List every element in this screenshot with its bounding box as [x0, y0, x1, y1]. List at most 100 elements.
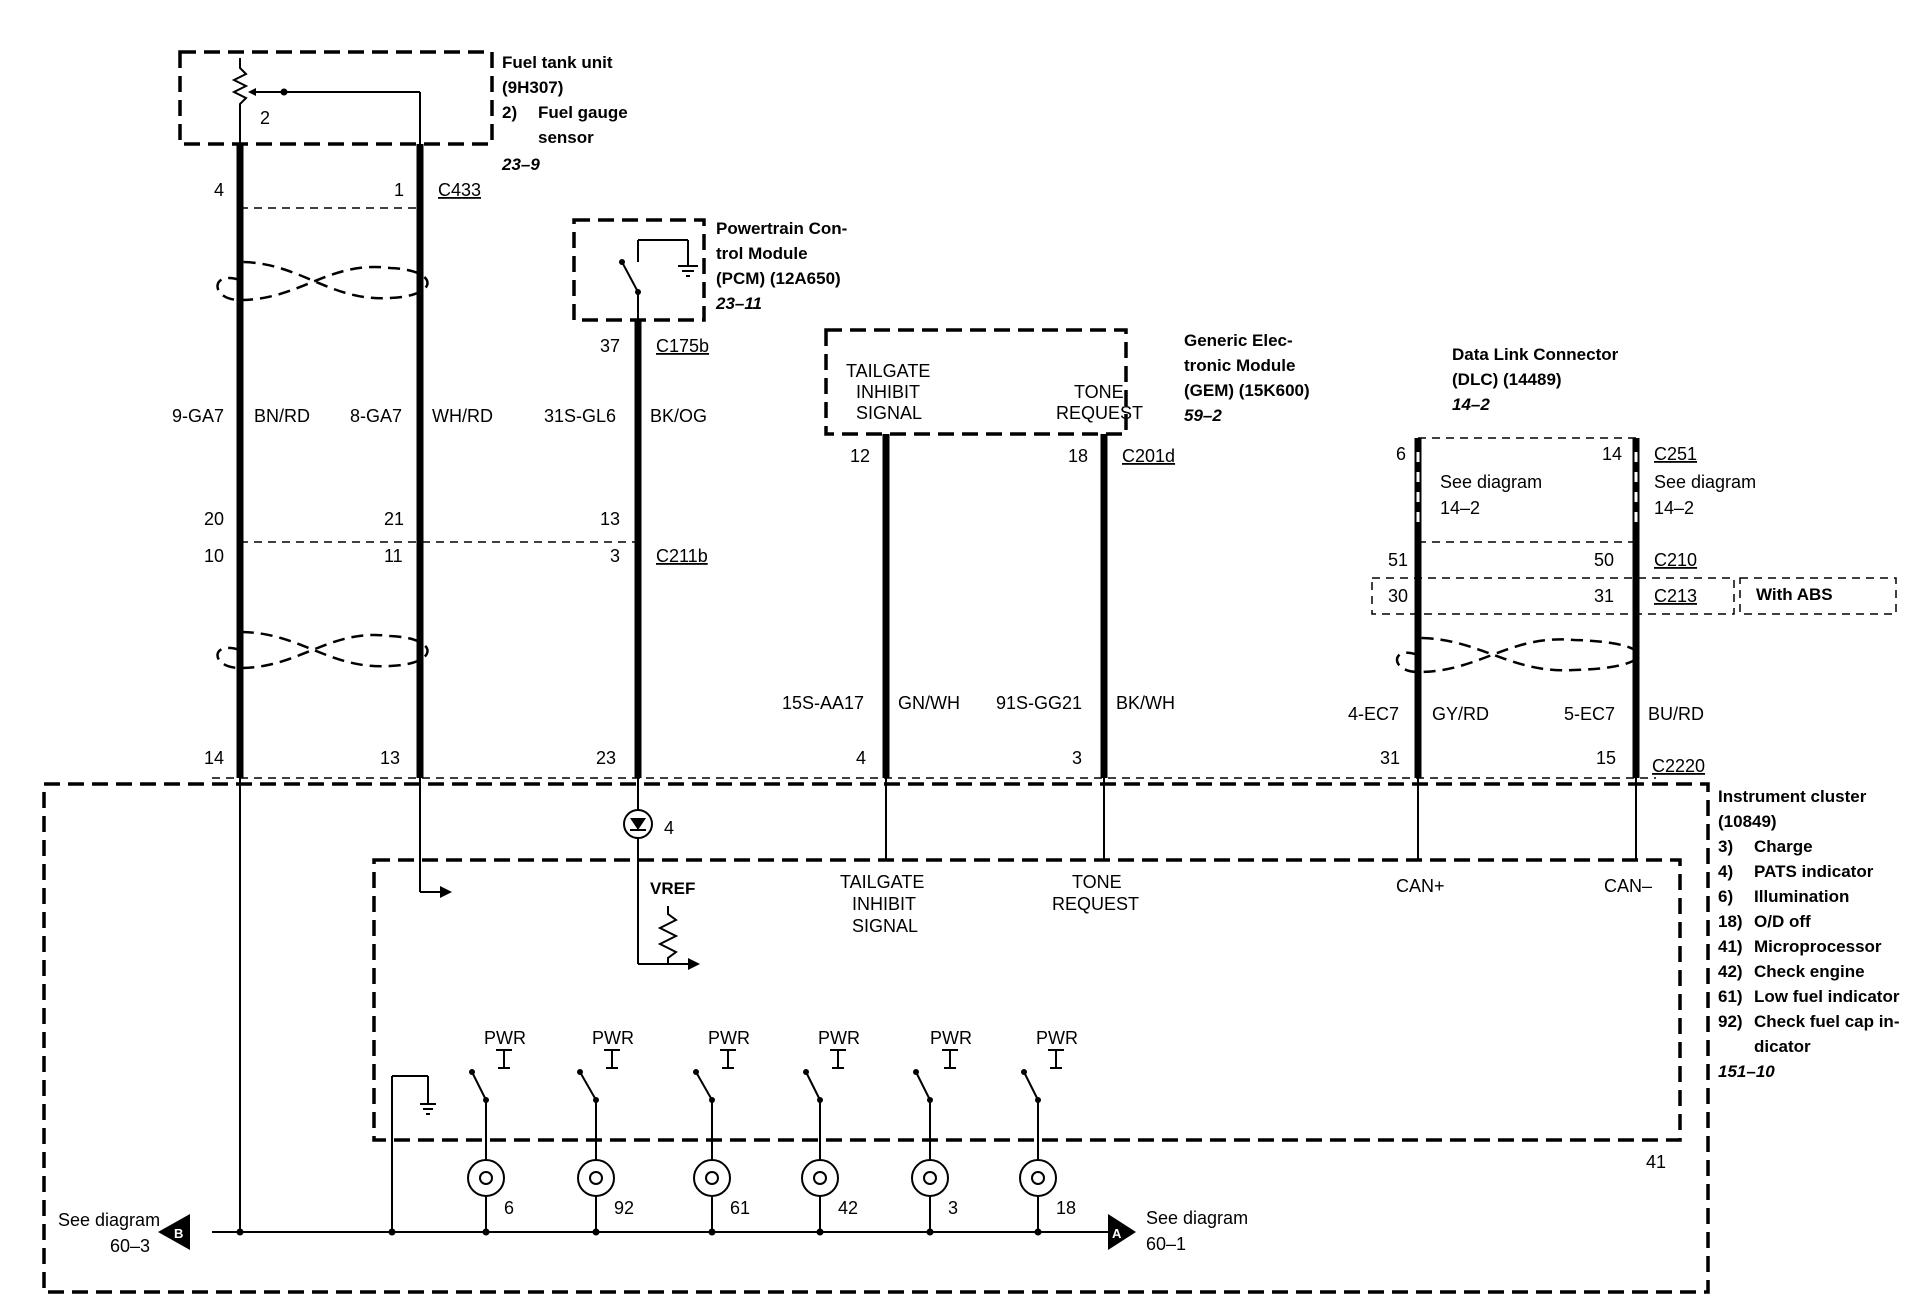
cluster-item-num: 92)	[1718, 1012, 1743, 1031]
pin-14b: 14	[204, 748, 224, 768]
pats-led-number: 4	[664, 818, 674, 838]
dlc-connector: Data Link Connector (DLC) (14489) 14–2 S…	[1418, 345, 1756, 518]
connector-c211b: C211b	[656, 546, 708, 566]
cluster-item-text: Low fuel indicator	[1754, 987, 1900, 1006]
gem-line2: tronic Module	[1184, 356, 1295, 375]
connector-c213: C213	[1654, 586, 1697, 606]
offpage-connector-b[interactable]: B See diagram 60–3	[58, 1210, 190, 1256]
pin-labels: 4 1 C433 37 C175b 12 18 C201d 6 14 C251 …	[204, 180, 1833, 776]
dlc-line2: (DLC) (14489)	[1452, 370, 1562, 389]
lamp-number: 61	[730, 1198, 750, 1218]
gem-tailgate-line3: SIGNAL	[856, 403, 922, 423]
pin-51: 51	[1388, 550, 1408, 570]
wire-codes: 9-GA7 BN/RD 8-GA7 WH/RD 31S-GL6 BK/OG 15…	[172, 406, 1704, 724]
pwr-label: PWR	[592, 1028, 634, 1048]
pin-4: 4	[214, 180, 224, 200]
cluster-ref: 151–10	[1718, 1062, 1775, 1081]
fuel-tank-unit: 2 Fuel tank unit (9H307) 2) Fuel gauge s…	[178, 50, 628, 174]
fuel-tank-ref: 23–9	[501, 155, 540, 174]
cluster-item-num: 41)	[1718, 937, 1743, 956]
wire-color-6: GY/RD	[1432, 704, 1489, 724]
cluster-item-text: Charge	[1754, 837, 1813, 856]
pin-21: 21	[384, 509, 404, 529]
pin-13b: 13	[380, 748, 400, 768]
pin-37: 37	[600, 336, 620, 356]
pin-10: 10	[204, 546, 224, 566]
connector-c201d: C201d	[1122, 446, 1175, 466]
connector-c2220: C2220	[1652, 756, 1705, 776]
lamp-18: PWR 18	[1019, 1028, 1078, 1232]
cluster-tailgate-line1: TAILGATE	[840, 872, 924, 892]
wire-code-7: 5-EC7	[1564, 704, 1615, 724]
pin-3b: 3	[1072, 748, 1082, 768]
fuel-tank-item-text1: Fuel gauge	[538, 103, 628, 122]
wire-code-1: 9-GA7	[172, 406, 224, 426]
offpage-b-text2: 60–3	[110, 1236, 150, 1256]
pwr-label: PWR	[708, 1028, 750, 1048]
gem-line1: Generic Elec-	[1184, 331, 1293, 350]
cluster-tone-line2: REQUEST	[1052, 894, 1139, 914]
connector-c251: C251	[1654, 444, 1697, 464]
offpage-a-text2: 60–1	[1146, 1234, 1186, 1254]
pin-15: 15	[1596, 748, 1616, 768]
dlc-line1: Data Link Connector	[1452, 345, 1619, 364]
offpage-b-letter: B	[174, 1226, 183, 1241]
cluster-item-text: Check engine	[1754, 962, 1865, 981]
wire-color-1: BN/RD	[254, 406, 310, 426]
gem-module: TAILGATE INHIBIT SIGNAL TONE REQUEST Gen…	[824, 328, 1310, 436]
cluster-tone-line1: TONE	[1072, 872, 1122, 892]
gem-tone-line1: TONE	[1074, 382, 1124, 402]
offpage-connector-a[interactable]: A See diagram 60–1	[1108, 1208, 1248, 1254]
connector-c433: C433	[438, 180, 481, 200]
cluster-item-num: 61)	[1718, 987, 1743, 1006]
pin-20: 20	[204, 509, 224, 529]
fuel-sensor-number: 2	[260, 108, 270, 128]
wire-harness	[216, 144, 1897, 778]
pwr-label: PWR	[818, 1028, 860, 1048]
offpage-a-arrow-icon[interactable]	[1108, 1214, 1136, 1250]
cluster-tailgate-line2: INHIBIT	[852, 894, 916, 914]
pin-13: 13	[600, 509, 620, 529]
cluster-tailgate-line3: SIGNAL	[852, 916, 918, 936]
fuel-tank-title: Fuel tank unit	[502, 53, 613, 72]
wire-color-4: GN/WH	[898, 693, 960, 713]
wire-color-3: BK/OG	[650, 406, 707, 426]
cluster-item-num: 6)	[1718, 887, 1733, 906]
with-abs-label: With ABS	[1756, 585, 1833, 604]
pcm-ref: 23–11	[715, 294, 762, 313]
wire-code-2: 8-GA7	[350, 406, 402, 426]
pin-50: 50	[1594, 550, 1614, 570]
wire-color-5: BK/WH	[1116, 693, 1175, 713]
lamp-number: 3	[948, 1198, 958, 1218]
gem-tailgate-line2: INHIBIT	[856, 382, 920, 402]
pcm-line1: Powertrain Con-	[716, 219, 847, 238]
lamp-number: 18	[1056, 1198, 1076, 1218]
pin-11: 11	[384, 546, 403, 566]
cluster-item-num: 4)	[1718, 862, 1733, 881]
gem-line3: (GEM) (15K600)	[1184, 381, 1310, 400]
pin-3: 3	[610, 546, 620, 566]
pcm-line3: (PCM) (12A650)	[716, 269, 841, 288]
gem-tailgate-line1: TAILGATE	[846, 361, 930, 381]
cluster-item-num: 18)	[1718, 912, 1743, 931]
cluster-item-num: 3)	[1718, 837, 1733, 856]
wire-color-7: BU/RD	[1648, 704, 1704, 724]
pin-31: 31	[1594, 586, 1614, 606]
connector-c210: C210	[1654, 550, 1697, 570]
can-minus-label: CAN–	[1604, 876, 1652, 896]
connector-c175b: C175b	[656, 336, 709, 356]
offpage-b-arrow-icon[interactable]	[158, 1214, 190, 1250]
pin-18: 18	[1068, 446, 1088, 466]
cluster-title: Instrument cluster	[1718, 787, 1867, 806]
dlc-see2-line1: See diagram	[1654, 472, 1756, 492]
pin-14: 14	[1602, 444, 1622, 464]
cluster-item-num: 42)	[1718, 962, 1743, 981]
lamp-6: PWR 6	[467, 1028, 526, 1232]
pcm-module: Powertrain Con- trol Module (PCM) (12A65…	[572, 218, 847, 322]
cluster-item-text: PATS indicator	[1754, 862, 1874, 881]
cluster-item-text: O/D off	[1754, 912, 1811, 931]
pin-6: 6	[1396, 444, 1406, 464]
offpage-b-text1: See diagram	[58, 1210, 160, 1230]
offpage-a-text1: See diagram	[1146, 1208, 1248, 1228]
